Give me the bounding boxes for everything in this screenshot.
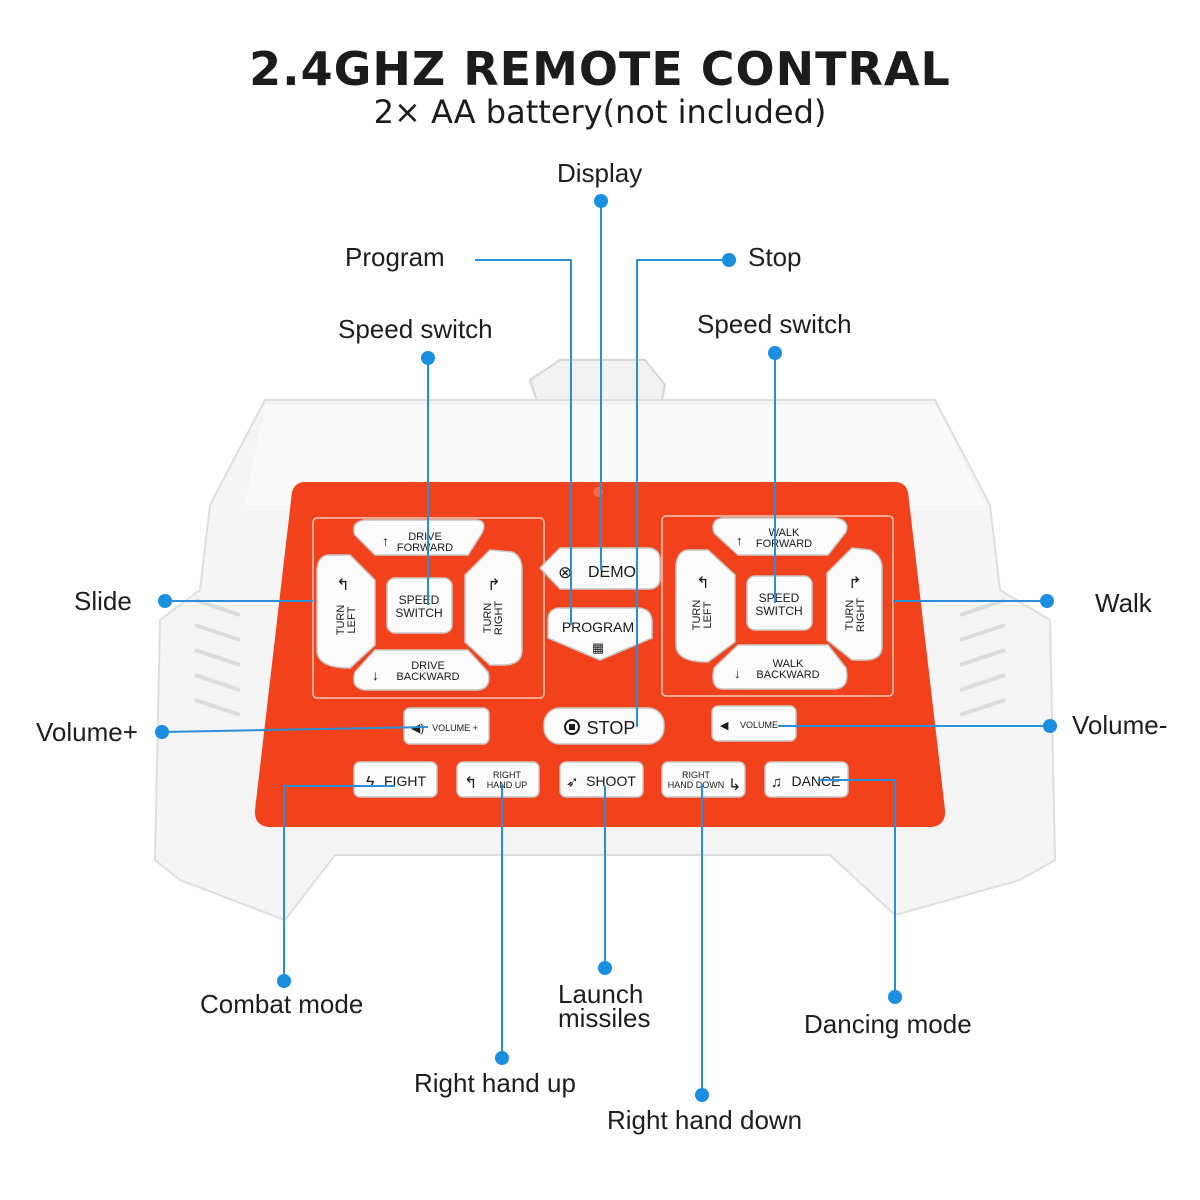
svg-text:SPEED: SPEED bbox=[759, 591, 800, 605]
svg-text:BACKWARD: BACKWARD bbox=[756, 669, 819, 681]
callout-volume-minus: Volume- bbox=[1072, 710, 1168, 740]
dancer-icon: ♫ bbox=[771, 774, 782, 791]
dance-button[interactable]: ♫ DANCE bbox=[764, 761, 849, 798]
hand-down-arrow-icon: ↳ bbox=[728, 777, 741, 794]
turn-right-arrow-icon: ↱ bbox=[487, 577, 500, 594]
hand-up-arrow-icon: ↰ bbox=[464, 775, 477, 792]
fight-button[interactable]: ϟ FIGHT bbox=[353, 761, 438, 798]
turn-left-arrow-icon: ↰ bbox=[696, 575, 709, 592]
callout-right-hand-up: Right hand up bbox=[414, 1068, 576, 1098]
callout-launch-missiles-line1: Launch bbox=[558, 979, 644, 1009]
callout-right-hand-down: Right hand down bbox=[607, 1105, 803, 1135]
callout-dots bbox=[155, 194, 1057, 1102]
callout-combat-mode: Combat mode bbox=[200, 989, 364, 1019]
svg-text:RIGHT: RIGHT bbox=[855, 598, 867, 633]
svg-text:VOLUME: VOLUME bbox=[740, 720, 778, 730]
turn-left-arrow-icon: ↰ bbox=[336, 577, 349, 594]
svg-text:PROGRAM: PROGRAM bbox=[562, 619, 634, 635]
svg-text:DRIVE: DRIVE bbox=[411, 660, 445, 672]
svg-text:TURN: TURN bbox=[335, 605, 347, 636]
page-title: 2.4GHZ REMOTE CONTRAL bbox=[249, 42, 951, 96]
arrow-down-icon: ↓ bbox=[734, 666, 741, 681]
callout-walk: Walk bbox=[1095, 588, 1152, 618]
speed-switch-right-button[interactable]: SPEED SWITCH bbox=[746, 575, 813, 631]
turn-right-button[interactable]: ↱ TURN RIGHT bbox=[464, 549, 523, 666]
svg-text:WALK: WALK bbox=[773, 658, 804, 670]
callout-launch-missiles-line2: missiles bbox=[558, 1003, 651, 1033]
callout-program: Program bbox=[345, 242, 445, 272]
svg-text:HAND DOWN: HAND DOWN bbox=[668, 780, 725, 790]
arrow-up-icon: ↑ bbox=[382, 533, 389, 549]
svg-text:STOP: STOP bbox=[587, 718, 636, 738]
svg-text:FORWARD: FORWARD bbox=[756, 538, 812, 550]
walk-group-outline bbox=[661, 515, 894, 697]
right-hand-down-button[interactable]: RIGHT HAND DOWN ↳ bbox=[661, 761, 746, 798]
arrow-up-icon: ↑ bbox=[736, 533, 743, 548]
svg-text:RIGHT: RIGHT bbox=[493, 770, 522, 780]
svg-text:SHOOT: SHOOT bbox=[586, 773, 636, 789]
svg-text:HAND UP: HAND UP bbox=[487, 780, 528, 790]
callout-volume-plus: Volume+ bbox=[36, 717, 138, 747]
svg-text:SWITCH: SWITCH bbox=[395, 606, 442, 620]
shoot-button[interactable]: ➶ SHOOT bbox=[559, 761, 644, 798]
svg-text:TURN: TURN bbox=[482, 603, 494, 634]
demo-icon: ⊗ bbox=[558, 563, 572, 582]
stop-button[interactable]: STOP bbox=[543, 707, 665, 745]
svg-text:TURN: TURN bbox=[844, 600, 856, 631]
drive-forward-button[interactable]: ↑ DRIVE FORWARD bbox=[353, 519, 485, 556]
drive-backward-button[interactable]: ↓ DRIVE BACKWARD bbox=[353, 649, 490, 691]
walk-turn-right-button[interactable]: ↱ TURN RIGHT bbox=[826, 547, 883, 661]
speed-switch-left-button[interactable]: SPEED SWITCH bbox=[386, 577, 453, 634]
right-hand-up-button[interactable]: ↰ RIGHT HAND UP bbox=[456, 761, 540, 798]
callout-dancing-mode: Dancing mode bbox=[804, 1009, 972, 1039]
turn-left-button[interactable]: ↰ TURN LEFT bbox=[316, 554, 376, 669]
arrow-down-icon: ↓ bbox=[372, 667, 379, 683]
callout-display: Display bbox=[557, 158, 643, 188]
walk-turn-left-button[interactable]: ↰ TURN LEFT bbox=[675, 549, 736, 663]
svg-text:DANCE: DANCE bbox=[791, 773, 840, 789]
svg-text:TURN: TURN bbox=[691, 600, 703, 631]
svg-text:SPEED: SPEED bbox=[399, 593, 440, 607]
svg-text:SWITCH: SWITCH bbox=[755, 604, 802, 618]
windows-icon: ▦ bbox=[592, 640, 604, 655]
svg-text:DRIVE: DRIVE bbox=[408, 531, 442, 543]
rocket-icon: ➶ bbox=[566, 774, 579, 791]
svg-text:DEMO: DEMO bbox=[588, 564, 636, 581]
callout-stop: Stop bbox=[748, 242, 802, 272]
lightning-icon: ϟ bbox=[366, 774, 375, 791]
callout-speed-switch-left: Speed switch bbox=[338, 314, 493, 344]
callout-leader-lines bbox=[161, 201, 1050, 1095]
speaker-icon: ◀ bbox=[720, 720, 729, 732]
callout-speed-switch-right: Speed switch bbox=[697, 309, 852, 339]
svg-text:WALK: WALK bbox=[769, 527, 800, 539]
walk-backward-button[interactable]: ↓ WALK BACKWARD bbox=[712, 644, 848, 690]
stop-icon bbox=[564, 719, 580, 735]
volume-minus-button[interactable]: ◀ VOLUME bbox=[711, 705, 797, 742]
svg-text:VOLUME +: VOLUME + bbox=[432, 723, 478, 733]
turn-right-arrow-icon: ↱ bbox=[848, 575, 861, 592]
svg-text:LEFT: LEFT bbox=[702, 601, 714, 628]
page-subtitle: 2× AA battery(not included) bbox=[373, 93, 827, 131]
callout-slide: Slide bbox=[74, 586, 132, 616]
volume-plus-button[interactable]: ◀) VOLUME + bbox=[403, 707, 490, 745]
svg-text:FORWARD: FORWARD bbox=[397, 542, 453, 554]
svg-text:RIGHT: RIGHT bbox=[682, 770, 711, 780]
program-button[interactable]: PROGRAM ▦ bbox=[547, 607, 653, 661]
svg-text:RIGHT: RIGHT bbox=[493, 601, 505, 636]
svg-text:BACKWARD: BACKWARD bbox=[396, 671, 459, 683]
svg-text:LEFT: LEFT bbox=[346, 606, 358, 633]
walk-forward-button[interactable]: ↑ WALK FORWARD bbox=[712, 517, 848, 556]
